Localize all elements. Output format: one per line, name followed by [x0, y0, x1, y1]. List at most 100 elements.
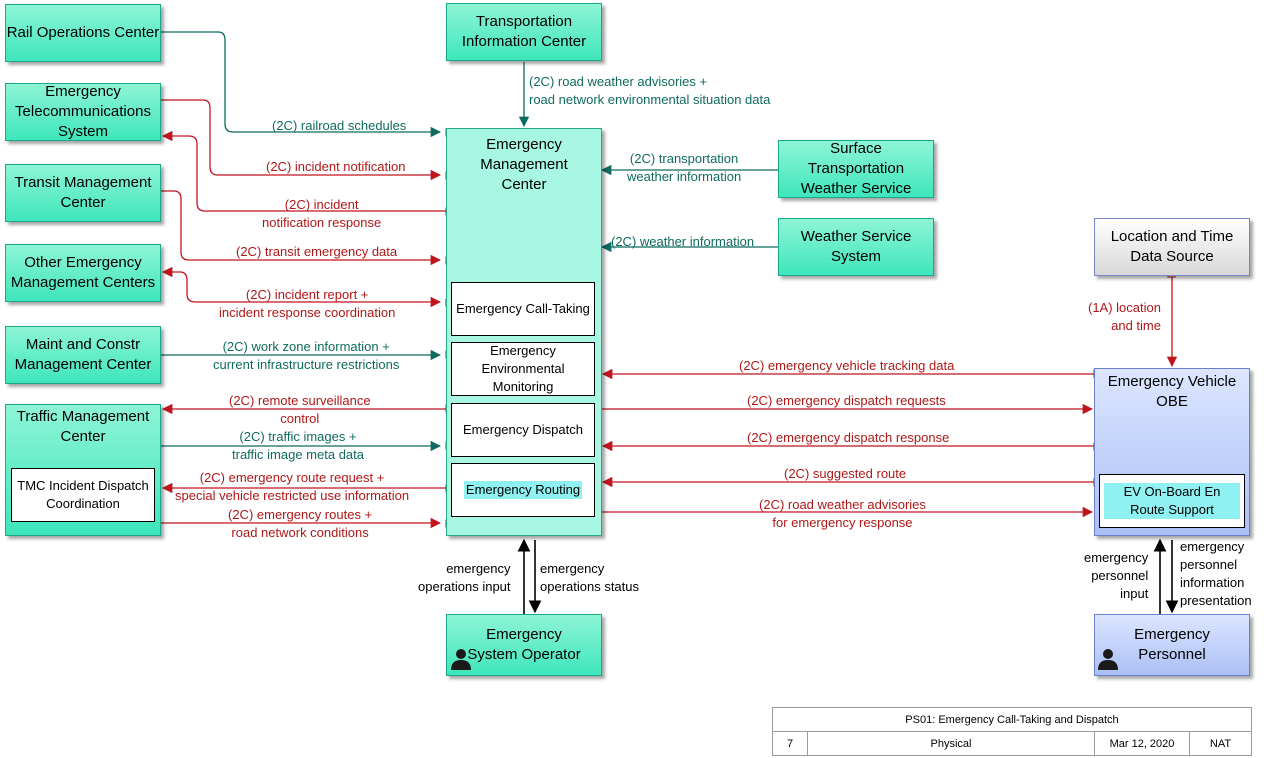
flow-label-line: traffic image meta data: [232, 447, 364, 462]
subsystem-tmc-incident-dispatch[interactable]: TMC Incident Dispatch Coordination: [11, 468, 155, 522]
person-icon: [1098, 649, 1118, 670]
person-icon: [451, 649, 471, 670]
flow-label-line: operations input: [418, 579, 511, 594]
node-label: Other Emergency Management Centers: [10, 254, 156, 291]
footer-view-text: Physical: [930, 737, 972, 750]
footer-title: PS01: Emergency Call-Taking and Dispatch: [772, 707, 1252, 732]
node-label: Emergency Vehicle OBE: [1107, 373, 1237, 410]
node-rail-operations-center[interactable]: Rail Operations Center: [5, 4, 161, 62]
flow-label-location-time: (1A) location and time: [1088, 299, 1161, 335]
node-label: Emergency Management Center: [480, 136, 568, 193]
incident-notification-wire: [160, 99, 442, 181]
flow-label-line: emergency: [446, 561, 511, 576]
flow-label-line: special vehicle restricted use informati…: [175, 488, 410, 503]
flow-label-emergency-routes: (2C) emergency routes + road network cond…: [228, 506, 372, 542]
railroad-schedules-wire: [160, 31, 442, 138]
flow-label-dispatch-response: (2C) emergency dispatch response: [747, 430, 950, 445]
flow-label-rw-response: (2C) road weather advisories for emergenc…: [759, 496, 926, 532]
flow-label-ops-status: emergency operations status: [540, 560, 639, 596]
flow-label-line: for emergency response: [772, 515, 913, 530]
flow-label-ops-input: emergency operations input: [418, 560, 511, 596]
flow-label-line: current infrastructure restrictions: [213, 357, 400, 372]
footer-org-text: NAT: [1209, 737, 1232, 750]
incident-report-wire: [161, 266, 442, 308]
subsystem-label: Emergency Routing: [463, 481, 583, 499]
node-label: Weather Service System: [800, 228, 912, 265]
node-location-time-data-source[interactable]: Location and Time Data Source: [1094, 218, 1250, 276]
flow-label-railroad-schedules: (2C) railroad schedules: [272, 118, 407, 133]
flow-label-suggested-route: (2C) suggested route: [784, 466, 907, 481]
transit-emergency-wire: [160, 190, 442, 266]
flow-label-line: weather information: [627, 169, 742, 184]
flow-label-incident-notification: (2C) incident notification: [266, 159, 406, 174]
node-label: Rail Operations Center: [6, 24, 160, 41]
subsystem-emergency-routing[interactable]: Emergency Routing: [451, 463, 595, 517]
flow-label-line: and time: [1111, 318, 1161, 333]
flow-label-route-request: (2C) emergency route request + special ve…: [175, 469, 409, 505]
flow-label-dispatch-requests: (2C) emergency dispatch requests: [747, 393, 946, 408]
flow-label-line: emergency: [540, 561, 605, 576]
node-label: Emergency Telecommunications System: [15, 83, 151, 140]
flow-label-line: (2C) traffic images +: [239, 429, 357, 444]
node-surface-transportation-weather-service[interactable]: Surface Transportation Weather Service: [778, 140, 934, 198]
node-transportation-information-center[interactable]: Transportation Information Center: [446, 3, 602, 61]
node-label: Emergency Personnel: [1134, 626, 1210, 663]
subsystem-label: Emergency Call-Taking: [456, 301, 590, 316]
flow-label-line: (2C) road weather advisories: [759, 497, 926, 512]
footer-date-text: Mar 12, 2020: [1109, 737, 1175, 750]
flow-label-line: (2C) work zone information +: [222, 339, 390, 354]
flow-label-line: (2C) road weather advisories +: [529, 74, 708, 89]
footer-org: NAT: [1189, 731, 1252, 756]
flow-label-line: emergency: [1180, 539, 1245, 554]
flow-label-traffic-images: (2C) traffic images + traffic image meta …: [232, 428, 364, 464]
footer-view: Physical: [807, 731, 1095, 756]
footer-title-text: PS01: Emergency Call-Taking and Dispatch: [905, 713, 1119, 726]
node-maint-constr-management-center[interactable]: Maint and Constr Management Center: [5, 326, 161, 384]
flow-label-line: (1A) location: [1088, 300, 1161, 315]
flow-label-ev-tracking: (2C) emergency vehicle tracking data: [739, 358, 955, 373]
flow-label-weather-info: (2C) weather information: [611, 234, 755, 249]
subsystem-ev-onboard-enroute-support[interactable]: EV On-Board En Route Support: [1099, 474, 1245, 528]
node-emergency-personnel[interactable]: Emergency Personnel: [1094, 614, 1250, 676]
subsystem-label: TMC Incident Dispatch Coordination: [17, 478, 149, 511]
subsystem-label: Emergency Dispatch: [463, 422, 583, 437]
flow-label-road-weather: (2C) road weather advisories +road netwo…: [529, 73, 770, 109]
flow-label-line: (2C) incident: [284, 197, 359, 212]
subsystem-label: Emergency Environmental Monitoring: [481, 343, 565, 394]
node-label: Transportation Information Center: [461, 13, 587, 50]
incident-response-wire: [161, 130, 446, 212]
subsystem-emergency-call-taking[interactable]: Emergency Call-Taking: [451, 282, 595, 336]
node-label: Surface Transportation Weather Service: [800, 140, 912, 197]
node-label: Emergency System Operator: [467, 626, 581, 663]
flow-label-line: (2C) emergency route request +: [199, 470, 385, 485]
node-transit-management-center[interactable]: Transit Management Center: [5, 164, 161, 222]
node-emergency-telecommunications-system[interactable]: Emergency Telecommunications System: [5, 83, 161, 141]
flow-label-line: notification response: [262, 215, 382, 230]
node-label: Maint and Constr Management Center: [14, 336, 152, 373]
flow-label-line: incident response coordination: [219, 305, 396, 320]
flow-label-line: emergency: [1084, 550, 1149, 565]
footer-number-text: 7: [786, 737, 794, 750]
subsystem-emergency-dispatch[interactable]: Emergency Dispatch: [451, 403, 595, 457]
flow-label-line: (2C) emergency routes +: [228, 507, 373, 522]
subsystem-emergency-environmental-monitoring[interactable]: Emergency Environmental Monitoring: [451, 342, 595, 396]
footer-number: 7: [772, 731, 808, 756]
flow-label-line: input: [1120, 586, 1149, 601]
subsystem-label: EV On-Board En Route Support: [1104, 483, 1240, 519]
node-weather-service-system[interactable]: Weather Service System: [778, 218, 934, 276]
flow-label-line: personnel: [1180, 557, 1238, 572]
flow-label-transit-emergency: (2C) transit emergency data: [236, 244, 398, 259]
flow-label-line: operations status: [540, 579, 640, 594]
flow-label-line: information: [1180, 575, 1245, 590]
flow-label-line: personnel: [1091, 568, 1149, 583]
node-emergency-system-operator[interactable]: Emergency System Operator: [446, 614, 602, 676]
flow-label-line: control: [280, 411, 320, 426]
flow-label-pers-info: emergency personnel information presentatio…: [1180, 538, 1252, 610]
flow-label-line: presentation: [1180, 593, 1252, 608]
node-other-emergency-management-centers[interactable]: Other Emergency Management Centers: [5, 244, 161, 302]
flow-label-line: road network conditions: [231, 525, 369, 540]
